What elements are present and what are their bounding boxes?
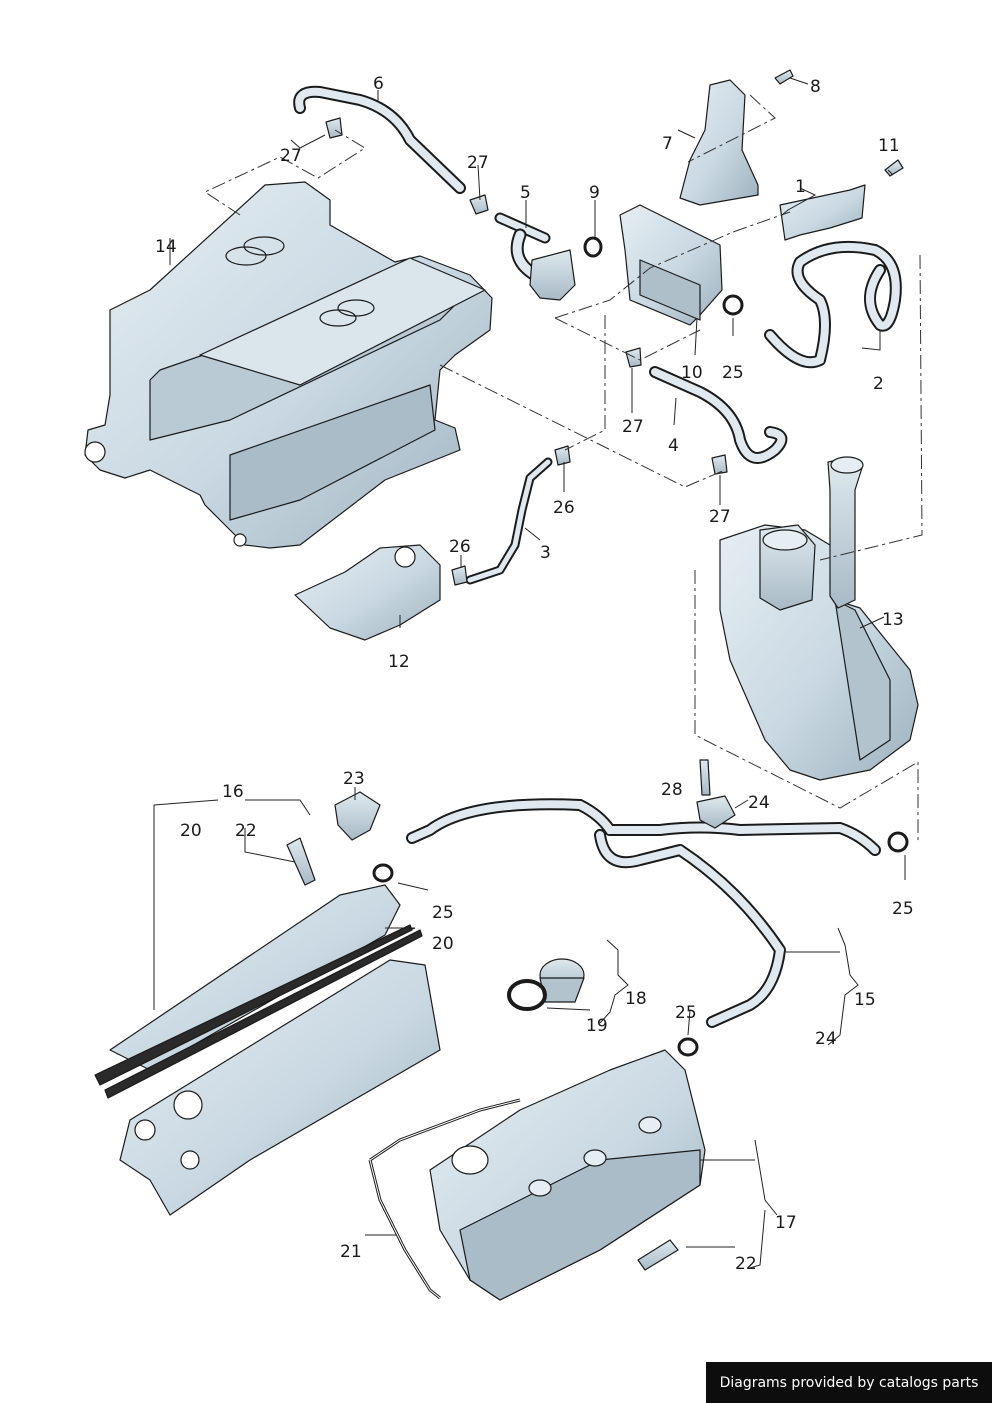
callout-13: 13 <box>882 610 904 630</box>
engine-cover-part-14 <box>84 181 493 549</box>
callout-11: 11 <box>878 136 900 156</box>
hose-part-3 <box>465 457 553 585</box>
plate-part-12 <box>294 544 441 641</box>
callout-12: 12 <box>388 652 410 672</box>
callouts: 6 8 7 11 27 27 1 5 9 14 10 25 2 27 4 26 … <box>155 74 914 1274</box>
callout-9: 9 <box>589 183 600 203</box>
callout-23: 23 <box>343 769 365 789</box>
callout-27-b: 27 <box>467 153 489 173</box>
callout-17: 17 <box>775 1213 797 1233</box>
callout-10: 10 <box>681 363 703 383</box>
pipe-part-5 <box>494 212 576 301</box>
bolts <box>286 69 904 1271</box>
callout-6: 6 <box>373 74 384 94</box>
callout-19: 19 <box>586 1016 608 1036</box>
callout-3: 3 <box>540 543 551 563</box>
callout-24-b: 24 <box>815 1029 837 1049</box>
head-cover-part-16 <box>94 884 423 1099</box>
o-rings <box>372 236 909 1057</box>
callout-25-b: 25 <box>892 899 914 919</box>
callout-18: 18 <box>625 989 647 1009</box>
oil-cap-part-18 <box>539 958 585 1003</box>
callout-25-c: 25 <box>432 903 454 923</box>
gasket-part-21 <box>368 1098 521 1300</box>
hose-part-15 <box>406 798 881 1028</box>
callout-15: 15 <box>854 990 876 1010</box>
callout-20-b: 20 <box>432 934 454 954</box>
reservoir-part-13 <box>719 456 919 781</box>
hose-part-6 <box>293 85 466 194</box>
callout-26-b: 26 <box>449 537 471 557</box>
credit-banner: Diagrams provided by catalogs parts <box>706 1362 992 1403</box>
seal-ring-part-19 <box>507 979 547 1011</box>
callout-28: 28 <box>661 780 683 800</box>
head-cover-part-17 <box>429 1049 706 1301</box>
callout-26-a: 26 <box>553 498 575 518</box>
oil-separator-part-10 <box>619 204 723 326</box>
bracket-part-1 <box>779 184 866 241</box>
callout-24-a: 24 <box>748 793 770 813</box>
callout-25-d: 25 <box>675 1003 697 1023</box>
callout-7: 7 <box>662 134 673 154</box>
callout-8: 8 <box>810 77 821 97</box>
callout-2: 2 <box>873 374 884 394</box>
cylinder-head <box>119 959 441 1216</box>
assembly-lines <box>203 94 923 842</box>
callout-27-d: 27 <box>709 507 731 527</box>
callout-1: 1 <box>795 177 806 197</box>
callout-27-c: 27 <box>622 417 644 437</box>
callout-22-a: 22 <box>235 821 257 841</box>
leader-lines <box>153 77 906 1269</box>
callout-14: 14 <box>155 237 177 257</box>
hose-part-4 <box>649 366 788 464</box>
clamp-part-23 <box>334 791 381 841</box>
callout-27-a: 27 <box>280 146 302 166</box>
callout-25-a: 25 <box>722 363 744 383</box>
callout-20-a: 20 <box>180 821 202 841</box>
callout-5: 5 <box>520 183 531 203</box>
bracket-part-7 <box>679 79 759 206</box>
callout-21: 21 <box>340 1242 362 1262</box>
callout-16: 16 <box>222 782 244 802</box>
callout-22-b: 22 <box>735 1254 757 1274</box>
hose-part-2 <box>764 240 902 369</box>
callout-4: 4 <box>668 436 679 456</box>
